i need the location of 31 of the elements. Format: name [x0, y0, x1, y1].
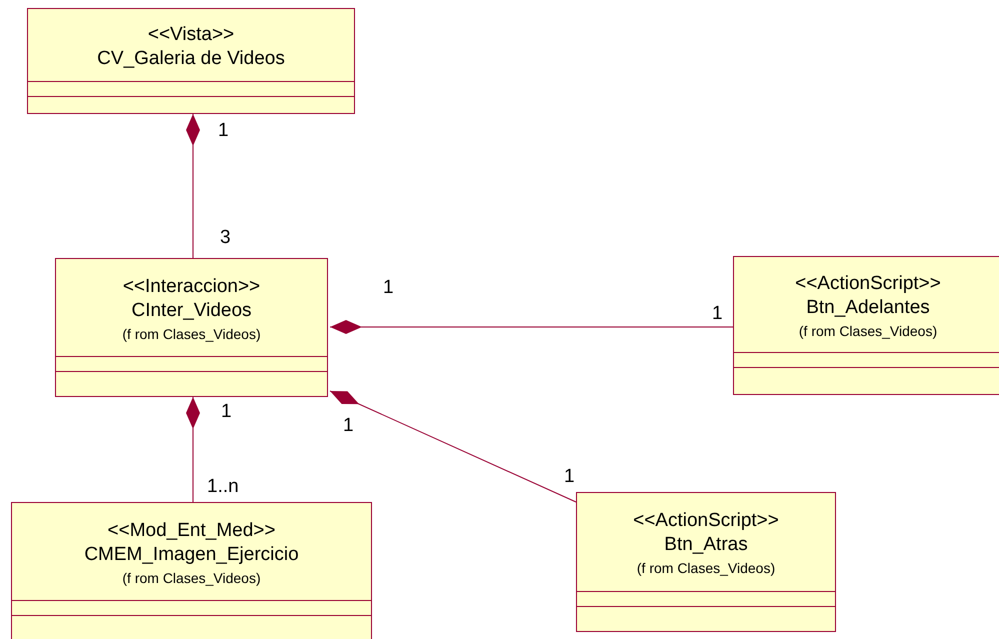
- composition-line: [186, 114, 200, 258]
- package-note: (f rom Clases_Videos): [636, 559, 776, 578]
- multiplicity-label: 1: [712, 304, 723, 324]
- class-name: CMEM_Imagen_Ejercicio: [84, 542, 299, 566]
- composition-line: [330, 320, 734, 334]
- stereotype-label: <<ActionScript>>: [633, 509, 779, 533]
- package-note: (f rom Clases_Videos): [122, 324, 261, 344]
- stereotype-label: <<Mod_Ent_Med>>: [108, 518, 276, 542]
- class-name: CV_Galeria de Videos: [97, 47, 285, 71]
- class-box: [733, 256, 999, 395]
- class-name: Btn_Atras: [664, 533, 748, 557]
- class-box: [55, 258, 328, 397]
- package-note: (f rom Clases_Videos): [798, 322, 938, 341]
- stereotype-label: <<Interaccion>>: [122, 274, 260, 298]
- composition-line: [186, 396, 200, 502]
- multiplicity-label: 1..n: [207, 477, 239, 497]
- class-name: Btn_Adelantes: [806, 296, 930, 320]
- stereotype-label: <<ActionScript>>: [795, 272, 941, 296]
- class-box: [576, 492, 836, 632]
- class-name: CInter_Videos: [131, 298, 252, 322]
- multiplicity-label: 1: [383, 278, 394, 298]
- composition-line: [330, 390, 576, 502]
- multiplicity-label: 1: [343, 416, 354, 436]
- multiplicity-label: 1: [221, 402, 232, 422]
- package-note: (f rom Clases_Videos): [122, 568, 261, 588]
- class-box: [11, 502, 372, 639]
- stereotype-label: <<Vista>>: [148, 23, 234, 47]
- multiplicity-label: 1: [218, 121, 229, 141]
- multiplicity-label: 1: [564, 467, 575, 487]
- class-box: [27, 8, 355, 114]
- multiplicity-label: 3: [220, 228, 231, 248]
